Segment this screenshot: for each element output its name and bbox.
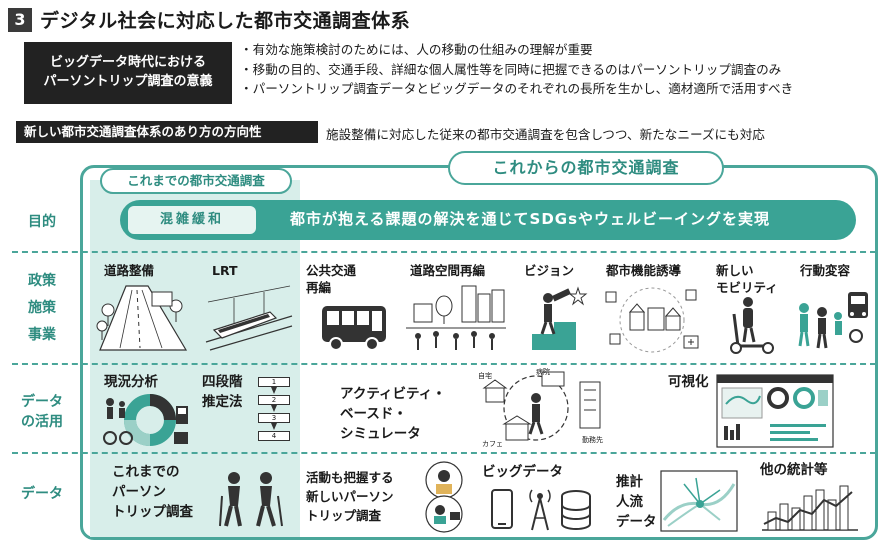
row-label-policy-3: 事業 — [28, 327, 56, 343]
past-pt-line3: トリップ調査 — [112, 504, 193, 520]
lrt-tram-icon — [205, 285, 293, 351]
bullet-item: ・パーソントリップ調査データとビッグデータのそれぞれの長所を生かし、適材適所で活… — [240, 81, 794, 96]
people-flow-map-icon — [660, 470, 738, 532]
significance-label-line2: パーソントリップ調査の意義 — [43, 74, 213, 89]
row-label-policy-2: 施策 — [28, 300, 56, 316]
flow-data-line1: 推計 — [616, 474, 643, 490]
row-divider — [12, 363, 876, 365]
activity-simulator-icon — [482, 371, 601, 441]
road-icon — [96, 285, 188, 351]
policy-road-label: 道路整備 — [104, 263, 155, 278]
abs-tag-home: 自宅 — [478, 372, 492, 380]
dashboard-icon — [716, 374, 834, 448]
policy-behavior-label: 行動変容 — [800, 263, 851, 278]
abs-tag-hospital: 病院 — [536, 368, 550, 376]
row-label-data-use: データ の活用 — [0, 392, 84, 432]
bus-icon — [322, 306, 386, 351]
policy-mobility-line1: 新しい — [716, 263, 754, 278]
future-survey-label: これからの都市交通調査 — [448, 151, 724, 185]
past-pt-line1: これまでの — [112, 464, 180, 480]
policy-lrt-label: LRT — [212, 263, 238, 278]
four-step-box: 4 — [258, 431, 290, 441]
abs-tag-workplace: 勤務先 — [582, 436, 603, 444]
past-pt-line2: パーソン — [112, 484, 166, 500]
four-step-label: 四段階 推定法 — [202, 372, 243, 412]
scooter-icon — [730, 297, 774, 354]
policy-transit-label: 公共交通 再編 — [306, 262, 356, 296]
row-label-policy: 政策 施策 事業 — [0, 268, 84, 349]
four-step-line1: 四段階 — [202, 374, 243, 390]
abs-line2: ベースド・ — [340, 406, 407, 422]
policy-road-space-label: 道路空間再編 — [410, 263, 486, 278]
row-label-purpose: 目的 — [28, 214, 56, 230]
row-label-policy-1: 政策 — [28, 273, 56, 289]
bullet-item: ・有効な施策検討のためには、人の移動の仕組みの理解が重要 — [240, 42, 593, 57]
significance-bullets: ・有効な施策検討のためには、人の移動の仕組みの理解が重要 ・移動の目的、交通手段… — [240, 40, 793, 99]
flow-data-line2: 人流 — [616, 494, 643, 510]
statistics-bar-icon — [762, 485, 858, 531]
new-pt-line2: 新しいパーソン — [306, 489, 394, 504]
policy-mobility-label: 新しい モビリティ — [716, 262, 778, 296]
past-pt-label: これまでの パーソン トリップ調査 — [112, 462, 193, 522]
abs-tag-cafe: カフェ — [482, 440, 503, 448]
policy-transit-line2: 再編 — [306, 280, 332, 295]
significance-label: ビッグデータ時代における パーソントリップ調査の意義 — [24, 42, 232, 104]
policy-urban-function-label: 都市機能誘導 — [606, 263, 682, 278]
new-pt-label: 活動も把握する 新しいパーソン トリップ調査 — [306, 468, 394, 525]
new-pt-line3: トリップ調査 — [306, 508, 382, 523]
significance-label-line1: ビッグデータ時代における — [49, 55, 206, 70]
visualization-label: 可視化 — [668, 374, 709, 390]
other-stats-label: 他の統計等 — [760, 462, 828, 478]
flow-data-line3: データ — [616, 514, 657, 530]
row-label-data-use-line2: の活用 — [21, 414, 63, 430]
big-data-icon — [491, 489, 591, 531]
flow-data-label: 推計 人流 データ — [616, 472, 657, 532]
elderly-walkers-icon — [219, 472, 283, 527]
direction-text: 施設整備に対応した従来の都市交通調査を包含しつつ、新たなニーズにも対応 — [326, 127, 765, 142]
policy-transit-line1: 公共交通 — [306, 263, 357, 278]
page-title: デジタル社会に対応した都市交通調査体系 — [40, 10, 411, 32]
policy-mobility-line2: モビリティ — [716, 280, 778, 295]
row-divider — [12, 251, 876, 253]
direction-label: 新しい都市交通調査体系のあり方の方向性 — [16, 121, 318, 143]
abs-label: アクティビティ・ ベースド・ シミュレータ — [340, 384, 446, 444]
vision-telescope-icon — [532, 286, 588, 350]
four-step-line2: 推定法 — [202, 394, 243, 410]
donut-analysis-icon — [103, 394, 188, 446]
behavior-change-icon — [798, 292, 868, 349]
abs-line3: シミュレータ — [340, 426, 421, 442]
bullet-item: ・移動の目的、交通手段、詳細な個人属性等を同時に把握できるのはパーソントリップ調… — [240, 61, 782, 77]
four-step-box: 2 — [258, 395, 290, 405]
policy-vision-label: ビジョン — [524, 263, 575, 278]
purpose-past: 混雑緩和 — [128, 206, 256, 234]
big-data-label: ビッグデータ — [482, 464, 563, 480]
four-step-box: 1 — [258, 377, 290, 387]
current-analysis-label: 現況分析 — [104, 374, 158, 390]
street-plaza-icon — [406, 285, 506, 350]
four-step-box: 3 — [258, 413, 290, 423]
survey-people-icon — [425, 461, 463, 533]
row-label-data-use-line1: データ — [21, 394, 63, 410]
row-divider — [12, 452, 876, 454]
compact-city-icon — [605, 287, 699, 353]
new-pt-line1: 活動も把握する — [306, 470, 394, 485]
row-label-data: データ — [21, 486, 63, 502]
abs-line1: アクティビティ・ — [340, 386, 446, 402]
past-survey-label: これまでの都市交通調査 — [100, 168, 292, 194]
section-number: 3 — [8, 8, 32, 32]
four-step-arrows — [271, 387, 277, 430]
purpose-future: 都市が抱える課題の解決を通じてSDGsやウェルビーイングを実現 — [290, 210, 771, 228]
